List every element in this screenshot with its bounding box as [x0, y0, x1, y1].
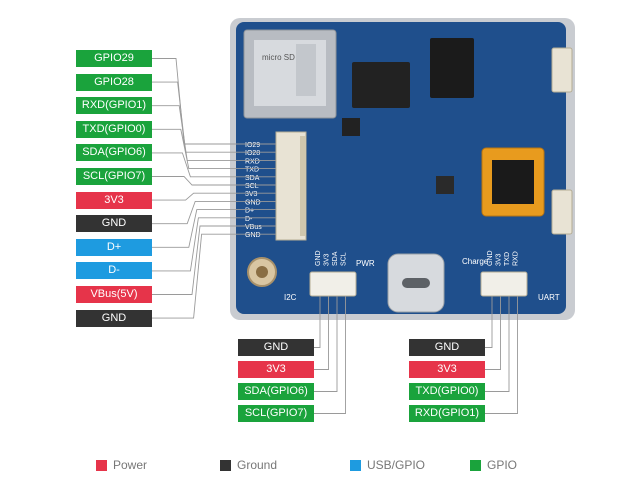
left-pin-label: GND	[76, 215, 152, 233]
left-leader	[152, 176, 276, 186]
left-leader	[152, 225, 276, 295]
sd-silk: micro SD	[262, 53, 295, 62]
left-leader	[152, 192, 276, 201]
legend-item-power: Power	[96, 458, 147, 472]
fpc-silk-text: D-	[245, 216, 253, 223]
legend-label: Ground	[237, 458, 278, 472]
left-pin-label: VBus(5V)	[76, 286, 152, 303]
i2c-silk-label: I2C	[284, 293, 297, 302]
legend-label: GPIO	[487, 458, 518, 472]
chip-1	[352, 62, 410, 108]
left-pin-label: SDA(GPIO6)	[76, 144, 152, 162]
uart-pin-label: RXD(GPIO1)	[409, 405, 485, 422]
chip-4	[436, 176, 454, 194]
fpc-connector	[275, 131, 307, 241]
legend-item-ground: Ground	[220, 458, 277, 472]
microsd-slot: micro SD	[243, 29, 337, 119]
i2c-connector	[309, 271, 357, 297]
left-pin-label: RXD(GPIO1)	[76, 97, 152, 115]
uart-pin-label: TXD(GPIO0)	[409, 383, 485, 400]
i2c-silk-text: SDA	[332, 251, 339, 266]
left-leader	[152, 209, 276, 248]
i2c-silk-text: SCL	[341, 252, 348, 266]
power-swatch	[96, 459, 107, 471]
left-leader	[152, 81, 276, 153]
chip-3	[342, 118, 360, 136]
i2c-silk-text: 3V3	[324, 253, 331, 266]
i2c-pin-label: GND	[238, 339, 314, 356]
fpc-silk-text: D+	[245, 208, 254, 215]
ground-swatch	[220, 459, 231, 471]
left-pin-label: D-	[76, 262, 152, 280]
left-leader	[152, 105, 276, 161]
fpc-silk-text: GND	[245, 232, 261, 239]
i2c-pin-label: 3V3	[238, 361, 314, 378]
uart-silk-text: GND	[487, 250, 494, 266]
pwr-silk-label: PWR	[356, 259, 375, 268]
left-leader	[152, 152, 276, 178]
uart-silk-text: TXD	[504, 252, 511, 266]
fpc-silk-text: IO28	[245, 150, 260, 157]
left-leader	[152, 128, 276, 170]
left-leader	[152, 233, 276, 319]
side-connector	[551, 47, 573, 93]
i2c-silk-text: GND	[315, 250, 322, 266]
legend-item-usb-gpio: USB/GPIO	[350, 458, 425, 472]
i2c-pin-label: SDA(GPIO6)	[238, 383, 314, 400]
left-leader	[152, 217, 276, 272]
i2c-leader	[314, 296, 346, 414]
i2c-leader	[314, 296, 321, 348]
fpc-silk-text: TXD	[245, 167, 259, 174]
left-pin-label: D+	[76, 238, 152, 256]
leader-lines	[152, 58, 518, 414]
uart-silk-text: 3V3	[496, 253, 503, 266]
uart-connector	[480, 271, 528, 297]
fpc-silk-text: RXD	[245, 158, 260, 165]
uart-pin-label: GND	[409, 339, 485, 356]
left-pin-label: GND	[76, 309, 152, 327]
uart-leader	[485, 296, 493, 348]
chip-2	[430, 38, 474, 98]
usb-swatch	[350, 459, 361, 471]
left-pin-label: GPIO29	[76, 50, 152, 67]
left-pin-label: TXD(GPIO0)	[76, 120, 152, 138]
fpc-silk-text: GND	[245, 199, 261, 206]
fpc-silk-text: 3V3	[245, 191, 258, 198]
fpc-silk-text: SDA	[245, 175, 260, 182]
legend-label: Power	[113, 458, 148, 472]
i2c-pin-label: SCL(GPIO7)	[238, 405, 314, 422]
left-pin-label: 3V3	[76, 191, 152, 209]
uart-leader	[485, 296, 501, 370]
uart-leader	[485, 296, 518, 414]
left-leader	[152, 200, 276, 225]
fpc-silk-text: IO29	[245, 142, 260, 149]
legend-label: USB/GPIO	[367, 458, 426, 472]
fpc-silk-text: SCL	[245, 183, 259, 190]
uart-silk-label: UART	[538, 293, 560, 302]
left-pin-label: SCL(GPIO7)	[76, 168, 152, 185]
i2c-leader	[314, 296, 338, 392]
charge-silk-label: Charge	[462, 257, 489, 266]
i2c-leader	[314, 296, 329, 370]
gpio-swatch	[470, 459, 481, 471]
uart-pin-label: 3V3	[409, 361, 485, 378]
uart-silk-text: RXD	[513, 251, 520, 266]
left-pin-label: GPIO28	[76, 73, 152, 91]
fpc-silk-text: VBus	[245, 224, 262, 231]
legend-item-gpio: GPIO	[470, 458, 517, 472]
uart-leader	[485, 296, 510, 392]
side-connector-2	[551, 189, 573, 235]
